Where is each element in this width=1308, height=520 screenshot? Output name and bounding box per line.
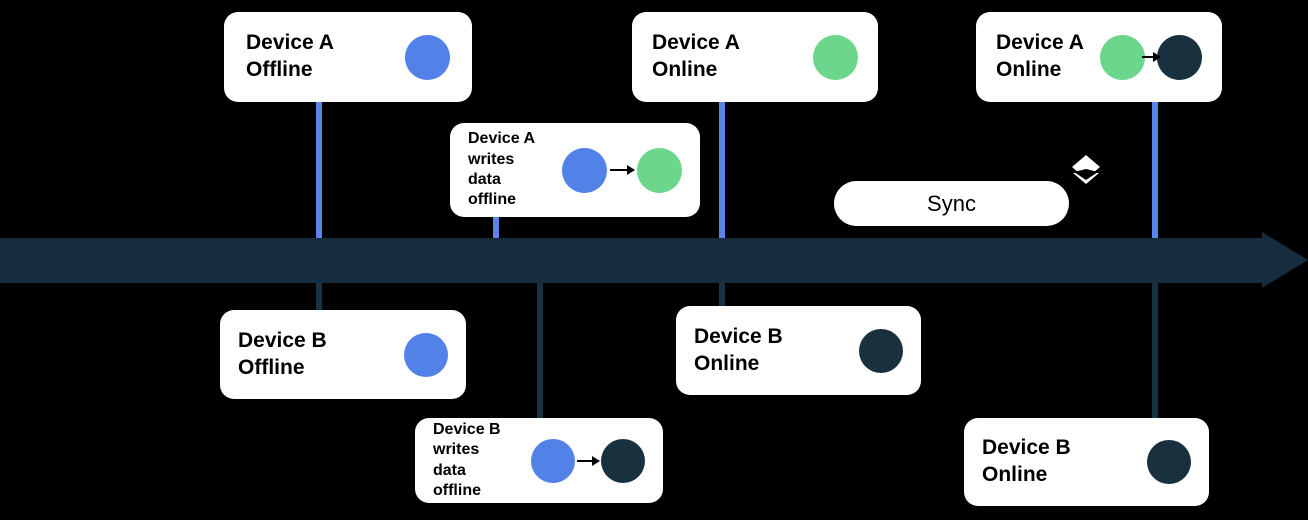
card-device-b-offline[interactable]: Device B Offline [220,310,466,399]
card-device-b-writes-data-offline[interactable]: Device B writes data offline [415,418,663,503]
dot-navy-icon [601,438,645,483]
dot-green-icon [1100,34,1145,80]
connector-device-b-online-synced [1152,281,1158,421]
card-device-a-online-synced[interactable]: Device A Online [976,12,1222,102]
status-dots [1100,34,1202,80]
status-dots [1147,440,1191,484]
arrow-right-icon [577,455,600,466]
connector-device-a-writes-data-offline [493,214,499,240]
dot-green-icon [813,34,858,80]
card-label: Device B Offline [238,328,327,379]
dot-blue-icon [531,438,575,483]
status-dots [813,34,858,80]
connector-device-a-offline [316,100,322,240]
connector-device-b-online [719,281,725,306]
card-label: Device B Online [982,436,1071,486]
card-label: Device A writes data offline [468,130,535,209]
card-label: Device A Online [996,31,1084,81]
dot-navy-icon [1157,34,1202,80]
connector-device-b-offline [316,281,322,311]
timeline-arrowhead-icon [1262,232,1308,288]
dot-blue-icon [404,332,448,377]
status-dots [531,438,645,483]
card-label: Device B Online [694,324,783,375]
card-device-b-online[interactable]: Device B Online [676,306,921,395]
dot-navy-icon [1147,440,1191,484]
card-device-a-offline[interactable]: Device A Offline [224,12,472,102]
status-dots [859,328,903,373]
dot-green-icon [637,147,682,193]
status-dots [405,34,450,80]
connector-device-a-online [719,100,725,240]
arrow-right-icon [610,165,635,175]
card-label: Device A Online [652,31,740,81]
layers-icon [1068,152,1104,188]
dot-blue-icon [405,34,450,80]
arrow-right-icon [1142,52,1161,62]
status-dots [404,332,448,377]
sync-label: Sync [927,190,976,216]
card-device-a-writes-data-offline[interactable]: Device A writes data offline [450,123,700,217]
status-dots [562,147,682,193]
timeline-bar [0,238,1262,283]
card-label: Device B writes data offline [433,420,501,499]
card-label: Device A Offline [246,31,334,81]
dot-navy-icon [859,328,903,373]
card-device-b-online-synced[interactable]: Device B Online [964,418,1209,506]
connector-device-b-writes-data-offline [537,281,543,421]
card-device-a-online[interactable]: Device A Online [632,12,878,102]
dot-blue-icon [562,147,607,193]
sync-badge: Sync [834,181,1069,226]
connector-device-a-online-synced [1152,100,1158,240]
